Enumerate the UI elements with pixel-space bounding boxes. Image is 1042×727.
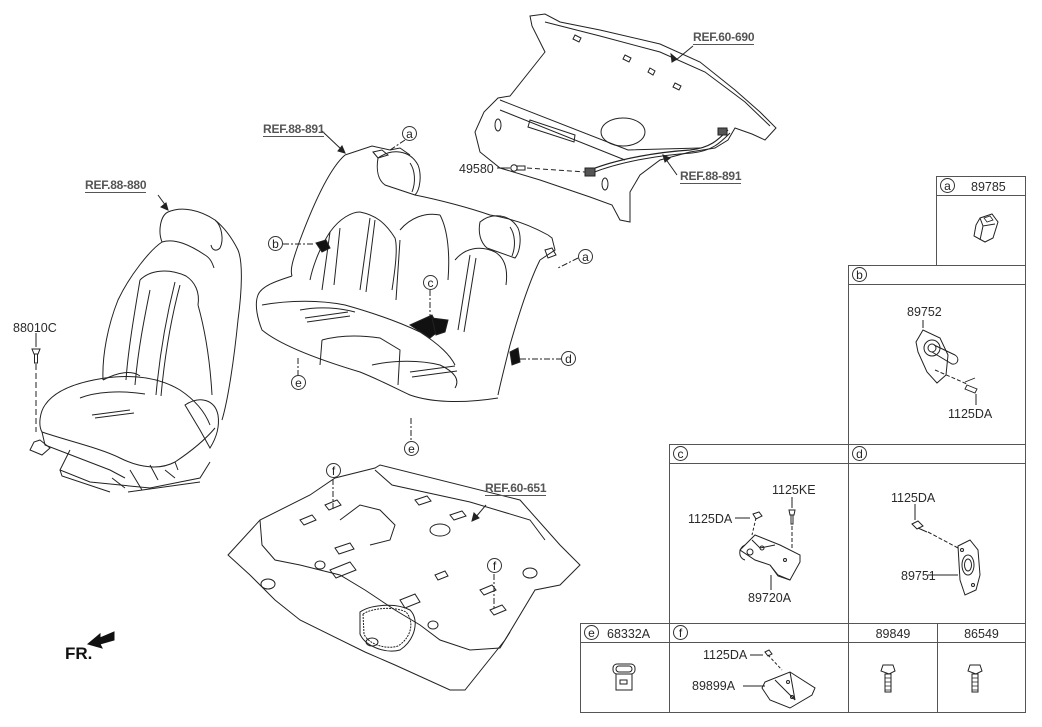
detail-box-f: f [669,623,849,713]
detail-box-c-header: c [670,445,848,464]
detail-box-e: e 68332A [580,623,670,713]
callout-a[interactable]: a [402,126,417,141]
front-direction-label: FR. [65,644,93,663]
callout-leaders [283,139,579,610]
detail-box-d-key: d [852,446,867,461]
callout-f[interactable]: f [326,463,341,478]
floor-panel-illustration [227,464,581,691]
part-label-1125DA-d[interactable]: 1125DA [891,491,936,505]
part-label-1125KE[interactable]: 1125KE [772,483,816,497]
callout-f[interactable]: f [487,558,502,573]
part-label-89720A[interactable]: 89720A [748,591,792,605]
part-label-1125DA-c[interactable]: 1125DA [688,512,733,526]
part-89752-icon [915,320,978,405]
detail-box-a-header: a 89785 [937,177,1025,196]
callout-b[interactable]: b [268,236,283,251]
detail-box-f-key: f [673,625,688,640]
detail-box-d: d [848,444,1026,624]
part-label-49580[interactable]: 49580 [459,162,494,176]
detail-box-86549: 86549 [937,623,1026,713]
part-code-86549[interactable]: 86549 [964,627,999,641]
ref-label-front-seat[interactable]: REF.88-880 [85,178,147,193]
callout-a[interactable]: a [578,249,593,264]
part-label-89752[interactable]: 89752 [907,305,942,319]
leader-ref-60-690 [675,45,694,61]
rear-seat-illustration [255,145,557,403]
part-label-1125DA-b[interactable]: 1125DA [948,407,993,421]
detail-box-a-key: a [940,178,955,193]
bolt-88010C-icon [31,333,41,432]
part-label-89751[interactable]: 89751 [901,569,936,583]
detail-box-c-key: c [673,446,688,461]
detail-box-e-header: e 68332A [581,624,669,643]
detail-box-a: a 89785 [936,176,1026,266]
front-seat-illustration [29,208,242,493]
part-89751-icon [911,504,981,596]
front-arrow-icon [86,631,115,649]
detail-box-e-key: e [584,625,599,640]
ref-label-package-tray[interactable]: REF.60-690 [693,30,755,45]
clip-49580-icon [497,164,586,173]
part-86549-bolt-icon [967,664,983,693]
detail-box-b-key: b [852,267,867,282]
leader-ref-88-891-a [321,130,343,151]
part-code-89849[interactable]: 89849 [875,627,911,641]
detail-box-b: b [848,265,1026,445]
callout-c[interactable]: c [423,275,438,290]
ref-label-rear-seat[interactable]: REF.88-891 [263,122,325,137]
ref-label-rear-seat-2[interactable]: REF.88-891 [680,169,742,184]
callout-e[interactable]: e [291,375,306,390]
part-89720A-icon [735,497,801,590]
part-code-89785[interactable]: 89785 [971,180,1006,194]
detail-box-89849-header: 89849 [849,624,937,643]
part-89785-icon [973,213,999,243]
part-label-88010C[interactable]: 88010C [13,321,57,335]
package-tray-illustration [474,13,777,223]
callout-d[interactable]: d [561,351,576,366]
callout-e[interactable]: e [404,441,419,456]
part-code-68332A[interactable]: 68332A [607,627,651,641]
ref-label-floor-panel[interactable]: REF.60-651 [485,481,547,496]
detail-box-d-header: d [849,445,1025,464]
part-89849-bolt-icon [880,664,896,693]
detail-box-f-header: f [670,624,848,643]
part-89899A-icon [743,649,816,709]
detail-box-86549-header: 86549 [938,624,1025,643]
part-label-1125DA-f[interactable]: 1125DA [703,648,748,662]
part-label-89899A[interactable]: 89899A [692,679,736,693]
detail-box-b-header: b [849,266,1025,285]
part-68332A-icon [612,663,636,691]
detail-box-89849: 89849 [848,623,938,713]
